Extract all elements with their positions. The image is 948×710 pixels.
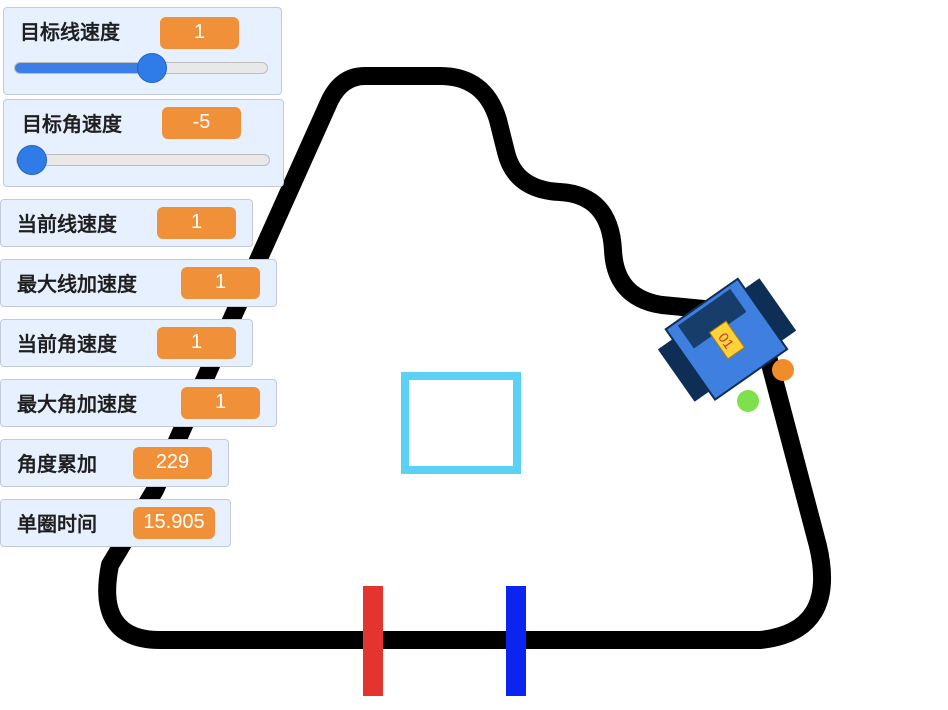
monitor-value: 1 [157, 207, 236, 239]
monitor-value: 229 [133, 447, 212, 479]
center-square [401, 372, 521, 474]
monitor-target-angular-speed[interactable]: 目标角速度 -5 [3, 99, 284, 187]
blue-marker [506, 586, 526, 696]
slider-fill [15, 63, 152, 73]
monitor-target-linear-speed[interactable]: 目标线速度 1 [3, 7, 282, 95]
monitor-current-angular-speed[interactable]: 当前角速度 1 [0, 319, 253, 367]
monitor-label: 当前线速度 [17, 212, 117, 236]
monitor-angle-accumulated[interactable]: 角度累加 229 [0, 439, 229, 487]
monitor-value: -5 [162, 107, 241, 139]
monitor-label: 单圈时间 [17, 512, 97, 536]
monitor-lap-time[interactable]: 单圈时间 15.905 [0, 499, 231, 547]
monitor-max-angular-accel[interactable]: 最大角加速度 1 [0, 379, 277, 427]
monitor-value: 15.905 [133, 507, 215, 539]
robot-sprite[interactable]: 01 [651, 268, 802, 410]
robot-track-left [657, 336, 713, 402]
monitor-label: 角度累加 [17, 452, 97, 476]
slider-track[interactable] [16, 154, 270, 166]
monitor-value: 1 [157, 327, 236, 359]
monitor-label: 目标线速度 [20, 20, 120, 44]
robot-track-right [741, 278, 797, 344]
monitor-value: 1 [181, 267, 260, 299]
robot-badge [708, 320, 746, 360]
monitor-value: 1 [181, 387, 260, 419]
monitor-max-linear-accel[interactable]: 最大线加速度 1 [0, 259, 277, 307]
monitor-label: 目标角速度 [22, 112, 122, 136]
monitor-label: 最大角加速度 [17, 392, 137, 416]
sensor-orange-icon [772, 359, 794, 381]
robot-top [677, 288, 747, 349]
red-marker [363, 586, 383, 696]
sensor-green-icon [737, 390, 759, 412]
slider-knob[interactable] [17, 145, 47, 175]
monitor-label: 当前角速度 [17, 332, 117, 356]
monitor-current-linear-speed[interactable]: 当前线速度 1 [0, 199, 253, 247]
monitor-label: 最大线加速度 [17, 272, 137, 296]
slider-knob[interactable] [137, 53, 167, 83]
monitor-value: 1 [160, 17, 239, 49]
